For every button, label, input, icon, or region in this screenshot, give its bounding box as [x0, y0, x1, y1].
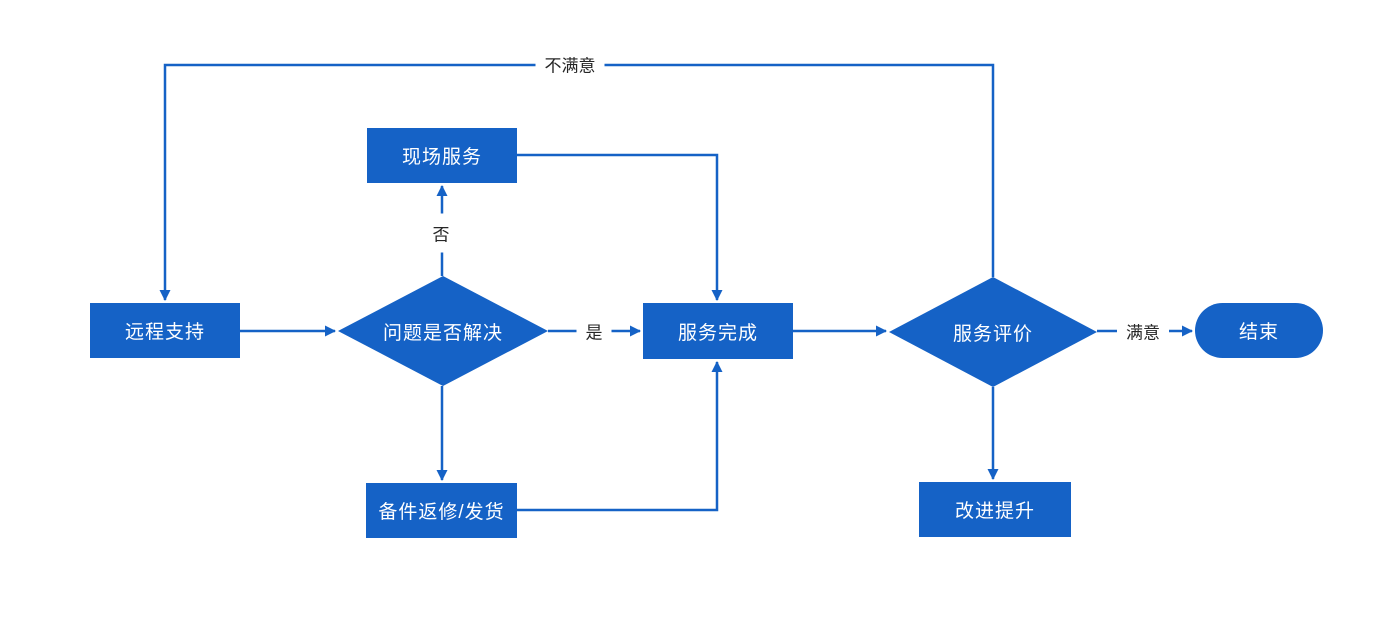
edge-label-satisfied: 满意	[1117, 316, 1169, 346]
edge-onsite-to-complete	[517, 153, 723, 301]
edge-parts-to-complete	[517, 361, 723, 512]
node-service-complete-label: 服务完成	[677, 322, 758, 344]
edge-evaluation-to-remote-unsatisfied	[159, 63, 995, 301]
node-onsite-service: 现场服务	[367, 128, 517, 183]
edge-label-no: 否	[428, 213, 454, 253]
node-service-evaluation-label: 服务评价	[952, 323, 1033, 345]
node-end: 结束	[1195, 303, 1323, 358]
node-end-label: 结束	[1238, 322, 1279, 343]
node-parts-repair-ship: 备件返修/发货	[366, 483, 517, 538]
node-issue-resolved-label: 问题是否解决	[382, 322, 503, 344]
edge-label-unsatisfied: 不满意	[535, 49, 605, 79]
node-parts-repair-ship-label: 备件返修/发货	[378, 502, 505, 523]
edge-label-yes: 是	[576, 316, 612, 346]
node-remote-support: 远程支持	[90, 303, 240, 358]
node-improvement: 改进提升	[919, 482, 1071, 537]
node-onsite-service-label: 现场服务	[401, 147, 482, 168]
node-service-complete: 服务完成	[643, 303, 793, 359]
node-remote-support-label: 远程支持	[124, 322, 205, 343]
node-improvement-label: 改进提升	[954, 501, 1035, 522]
